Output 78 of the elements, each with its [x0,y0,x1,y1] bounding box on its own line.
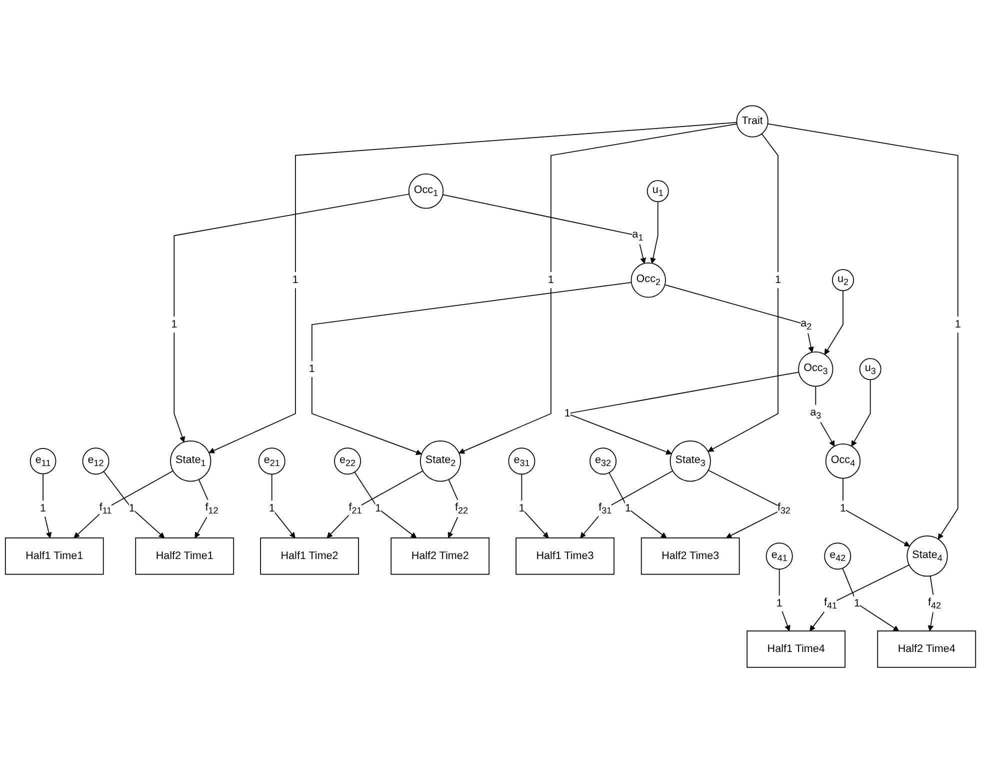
arrow [664,284,814,353]
edge-label: 1 [548,274,554,286]
arrow [851,379,871,447]
arrow [842,568,900,632]
node-circle: e$_{31}$ [508,448,536,475]
edge-label: 1 [954,318,961,330]
arrow [815,386,835,447]
node-circle: u$_{2}$ [832,269,854,292]
edge-label: 1 [625,502,632,514]
node-circle: Trait [736,105,768,138]
node-box: Half1 Time1 [4,537,104,575]
edge-label: f$_{21}$ [348,502,362,516]
edge-label: f$_{31}$ [598,502,612,516]
node-circle: State$_{3}$ [670,440,711,482]
edge-label: 1 [775,274,782,286]
node-circle: Occ$_{4}$ [825,444,861,479]
arrow [708,133,778,452]
edge-label: 1 [375,502,382,514]
arrow [74,470,174,538]
node-circle: Occ$_{3}$ [798,352,834,387]
arrow [580,470,674,538]
node-circle: Occ$_{1}$ [408,174,444,209]
edge-label: 1 [171,318,178,330]
edge-label: 1 [40,502,46,514]
node-box: Half2 Time1 [135,537,234,575]
edge-label: 1 [128,502,135,514]
edge-label: f$_{22}$ [455,502,468,516]
arrow [208,122,738,454]
edge-label: 1 [840,502,846,514]
edge-label: 1 [564,408,570,420]
arrow [824,290,844,355]
arrow [458,123,738,454]
arrow [326,470,424,538]
node-circle: e$_{42}$ [824,542,852,570]
node-circle: e$_{21}$ [258,448,286,475]
node-circle: e$_{32}$ [590,448,617,475]
edge-label: 1 [268,502,275,514]
edge-label: f$_{42}$ [928,596,942,610]
node-circle: e$_{11}$ [30,448,56,474]
node-box: Half1 Time4 [746,630,846,668]
edge-label: 1 [518,502,525,514]
arrow [442,194,646,264]
edge-label: 1 [292,274,298,286]
arrow [103,471,165,538]
node-circle: State$_{2}$ [420,440,462,482]
edge-label: 1 [308,363,315,375]
node-circle: State$_{1}$ [170,440,212,482]
arrow [354,472,417,538]
arrow [271,474,296,538]
edge-label: f$_{41}$ [824,596,837,610]
arrow [174,194,410,442]
arrow [842,478,910,546]
arrow [521,474,549,538]
node-circle: u$_{1}$ [646,180,669,202]
node-circle: e$_{41}$ [766,542,793,570]
edge-label: f$_{12}$ [205,502,218,516]
arrow [311,282,632,456]
node-box: Half1 Time3 [516,537,614,575]
node-box: Half1 Time2 [260,537,359,575]
node-circle: u$_{3}$ [859,358,882,380]
node-circle: e$_{12}$ [82,448,110,475]
node-box: Half2 Time4 [877,630,976,668]
arrow [810,564,910,632]
edge-label: a$_{2}$ [800,318,812,332]
node-circle: State$_{4}$ [906,536,948,577]
node-circle: e$_{22}$ [334,448,362,475]
arrow [608,472,667,538]
edge-label: f$_{32}$ [777,502,790,516]
node-box: Half2 Time3 [640,537,740,575]
edge-label: 1 [776,598,782,609]
edge-label: a$_{1}$ [632,228,644,242]
node-circle: Occ$_{2}$ [630,262,666,298]
edge-label: 1 [854,598,860,609]
edge-label: f$_{11}$ [99,502,112,516]
edge-label: a$_{3}$ [810,406,822,420]
node-box: Half2 Time2 [390,537,490,575]
arrow [650,201,658,264]
arrow [767,123,958,540]
